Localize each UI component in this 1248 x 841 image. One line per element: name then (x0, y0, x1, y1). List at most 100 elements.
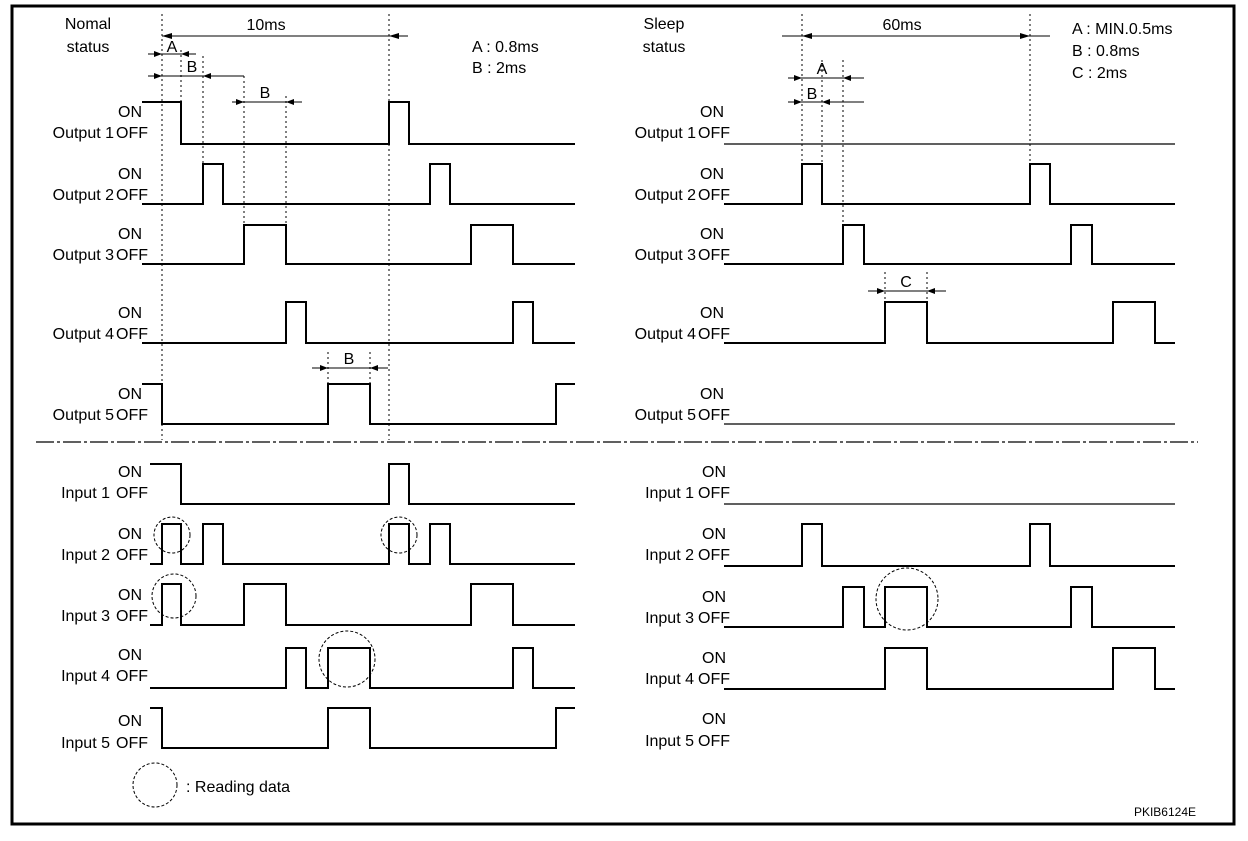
normal-input-4-off: OFF (116, 668, 148, 685)
reading-circle (875, 567, 939, 631)
normal-output-1-off: OFF (116, 125, 148, 142)
sleep-input-waveforms (724, 503, 1175, 690)
sleep-dim-c-label: C (900, 274, 912, 291)
sleep-input-2-label: Input 2 (645, 547, 694, 564)
normal-input-2-on: ON (118, 526, 142, 543)
sleep-input-1-on: ON (702, 464, 726, 481)
normal-input-1-off: OFF (116, 485, 148, 502)
sleep-output-1-label: Output 1 (635, 125, 696, 142)
sleep-legend-b: B : 0.8ms (1072, 43, 1140, 60)
reading-circle (151, 573, 197, 619)
normal-dim-b-label: B (187, 59, 198, 76)
sleep-status-title-line2: status (643, 39, 686, 56)
sleep-input-1-label: Input 1 (645, 485, 694, 502)
normal-input-3-on: ON (118, 587, 142, 604)
sleep-output-labels: ON Output 1 OFF ON Output 2 OFF ON Outpu… (635, 104, 731, 424)
normal-dim-a-label: A (167, 39, 178, 56)
normal-status-title-line1: Nomal (65, 16, 111, 33)
normal-output-4-wave (142, 301, 575, 344)
normal-input-1-wave (150, 463, 575, 505)
sleep-dim-b-label: B (807, 86, 818, 103)
sleep-input-5-label: Input 5 (645, 733, 694, 750)
normal-input-waveforms (150, 463, 575, 749)
normal-output-2-on: ON (118, 166, 142, 183)
sleep-legend-c: C : 2ms (1072, 65, 1127, 82)
normal-input-4-label: Input 4 (61, 668, 110, 685)
normal-input-4-on: ON (118, 647, 142, 664)
sleep-output-5-label: Output 5 (635, 407, 696, 424)
sleep-input-3-off: OFF (698, 610, 730, 627)
sleep-output-2-wave (724, 163, 1175, 205)
sleep-output-1-off: OFF (698, 125, 730, 142)
figure-code: PKIB6124E (1134, 805, 1196, 819)
normal-input-2-off: OFF (116, 547, 148, 564)
reading-circle (318, 630, 376, 688)
normal-input-5-label: Input 5 (61, 735, 110, 752)
normal-input-2-wave (150, 523, 575, 565)
sleep-output-3-on: ON (700, 226, 724, 243)
normal-output-4-off: OFF (116, 326, 148, 343)
sleep-input-1-off: OFF (698, 485, 730, 502)
normal-dimension-lines (148, 14, 408, 440)
normal-output-1-on: ON (118, 104, 142, 121)
sleep-output-2-off: OFF (698, 187, 730, 204)
sleep-input-2-on: ON (702, 526, 726, 543)
normal-output-waveforms (142, 101, 575, 425)
sleep-input-2-wave (724, 523, 1175, 567)
sleep-input-5-off: OFF (698, 733, 730, 750)
sleep-input-4-off: OFF (698, 671, 730, 688)
sleep-output-3-label: Output 3 (635, 247, 696, 264)
sleep-status-title-line1: Sleep (644, 16, 685, 33)
normal-output-3-label: Output 3 (53, 247, 114, 264)
normal-dim-b2-label: B (260, 85, 271, 102)
normal-input-1-on: ON (118, 464, 142, 481)
normal-input-5-on: ON (118, 713, 142, 730)
normal-output-2-label: Output 2 (53, 187, 114, 204)
sleep-output-4-off: OFF (698, 326, 730, 343)
normal-output-4-label: Output 4 (53, 326, 114, 343)
normal-output-1-label: Output 1 (53, 125, 114, 142)
sleep-input-4-label: Input 4 (645, 671, 694, 688)
sleep-input-3-wave (724, 586, 1175, 628)
normal-output-5-on: ON (118, 386, 142, 403)
normal-reading-circles (151, 516, 418, 688)
normal-output-2-wave (142, 163, 575, 205)
normal-legend-a: A : 0.8ms (472, 39, 539, 56)
sleep-input-5-on: ON (702, 711, 726, 728)
normal-input-4-wave (150, 647, 575, 689)
normal-input-2-label: Input 2 (61, 547, 110, 564)
sleep-legend-a: A : MIN.0.5ms (1072, 21, 1172, 38)
sleep-input-4-wave (724, 647, 1175, 690)
sleep-output-1-on: ON (700, 104, 724, 121)
sleep-input-4-on: ON (702, 650, 726, 667)
sleep-output-waveforms (724, 143, 1175, 425)
sleep-output-5-off: OFF (698, 407, 730, 424)
normal-dim-b3-label: B (344, 351, 355, 368)
sleep-output-5-on: ON (700, 386, 724, 403)
normal-input-3-wave (150, 583, 575, 626)
normal-output-1-wave (142, 101, 575, 145)
normal-output-5-wave (142, 383, 575, 425)
reading-data-legend-text: : Reading data (186, 779, 290, 796)
sleep-dim-a-label: A (817, 61, 828, 78)
sleep-output-3-off: OFF (698, 247, 730, 264)
normal-output-5-off: OFF (116, 407, 148, 424)
normal-input-labels: ON Input 1 OFF ON Input 2 OFF ON Input 3… (61, 464, 148, 752)
sleep-input-3-on: ON (702, 589, 726, 606)
reading-data-legend-icon (132, 762, 178, 808)
sleep-output-4-wave (724, 301, 1175, 344)
normal-output-5-label: Output 5 (53, 407, 114, 424)
sleep-period-label: 60ms (882, 17, 921, 34)
sleep-output-4-on: ON (700, 305, 724, 322)
normal-output-3-off: OFF (116, 247, 148, 264)
sleep-output-4-label: Output 4 (635, 326, 696, 343)
normal-input-1-label: Input 1 (61, 485, 110, 502)
reading-circle (153, 516, 191, 554)
normal-status-title-line2: status (67, 39, 110, 56)
normal-input-5-off: OFF (116, 735, 148, 752)
normal-output-4-on: ON (118, 305, 142, 322)
reading-circle (380, 516, 418, 554)
normal-input-5-wave (150, 707, 575, 749)
